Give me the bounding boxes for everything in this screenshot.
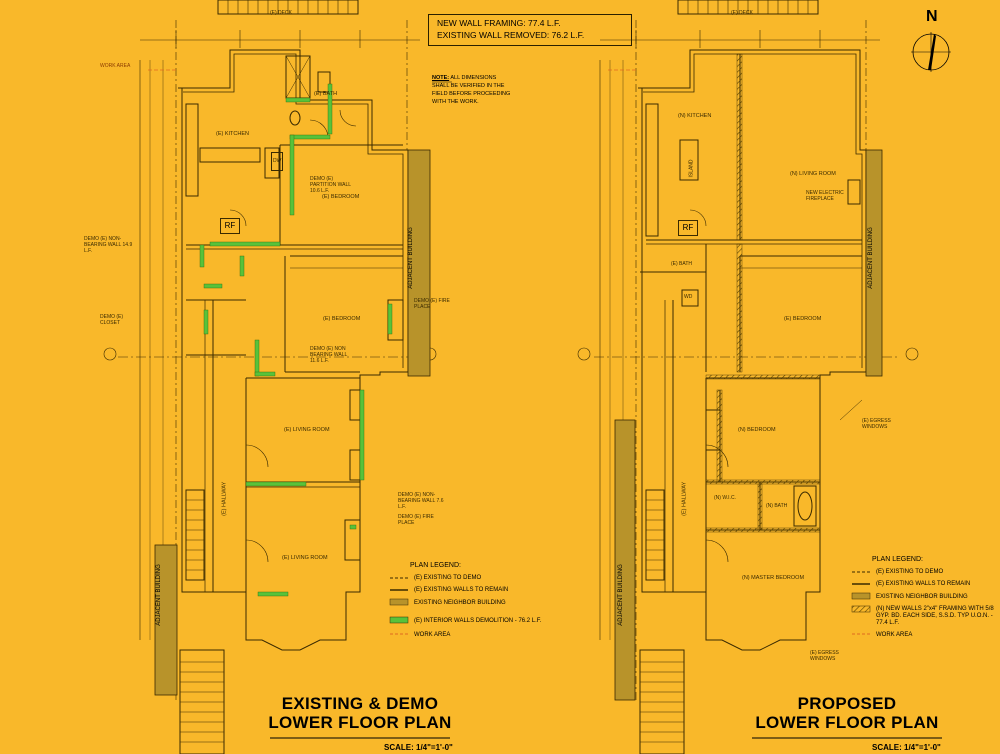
neighbor-building-left-2: [614, 419, 636, 701]
egress-windows-note-1: (E) EGRESS WINDOWS: [862, 418, 891, 430]
legend-existing-text-1: (E) EXISTING TO DEMO: [414, 575, 482, 581]
room-bedroom2-existing: (E) BEDROOM: [323, 316, 361, 322]
compass-icon: [911, 32, 951, 72]
note-line2: SHALL BE VERIFIED IN THE: [432, 83, 505, 89]
note-line1: ALL DIMENSIONS: [450, 75, 497, 81]
room-hallway-existing: (E) HALLWAY: [221, 481, 228, 516]
note-demo-nonbearing-wall: DEMO (E) NON-BEARING WALL 14.9 L.F.: [84, 236, 133, 254]
proposed-title-line2: LOWER FLOOR PLAN: [755, 713, 939, 732]
room-living1-existing: (E) LIVING ROOM: [284, 427, 330, 433]
note-demo-fireplace: DEMO (E) FIRE PLACE: [414, 298, 450, 310]
adjacent-building-right-proposed: ADJACENT BUILDING: [867, 227, 874, 289]
neighbor-building-right-2: [865, 149, 883, 377]
room-nbath-proposed: (N) BATH: [766, 503, 788, 509]
fridge-proposed: RF: [678, 220, 698, 236]
north-label: N: [926, 8, 938, 25]
room-bedroom1-existing: (E) BEDROOM: [322, 194, 360, 200]
north-arrow: N: [906, 8, 956, 76]
proposed-plan-scale: SCALE: 1/4"=1'-0": [872, 743, 941, 752]
existing-title-line1: EXISTING & DEMO: [281, 694, 439, 713]
new-walls: [705, 53, 821, 533]
adjacent-building-left-existing: ADJACENT BUILDING: [155, 564, 162, 626]
work-area-label-existing: WORK AREA: [100, 63, 131, 69]
adjacent-building-right-existing: ADJACENT BUILDING: [407, 227, 414, 289]
egress-windows-note-2: (E) EGRESS WINDOWS: [810, 650, 839, 662]
field-verify-note: NOTE: ALL DIMENSIONS SHALL BE VERIFIED I…: [432, 74, 510, 106]
legend-existing-text-4: (E) INTERIOR WALLS DEMOLITION - 76.2 L.F…: [414, 618, 542, 624]
room-kitchen-proposed: (N) KITCHEN: [678, 113, 712, 119]
legend-proposed-text-4: (N) NEW WALLS 2"x4" FRAMING WITH 5/8 GYP…: [876, 606, 994, 626]
new-wall-framing-text: NEW WALL FRAMING: 77.4 L.F.: [437, 18, 561, 28]
room-living-proposed: (N) LIVING ROOM: [790, 171, 836, 177]
room-wic-proposed: (N) W.I.C.: [714, 495, 736, 501]
room-kitchen-existing: (E) KITCHEN: [216, 131, 249, 137]
proposed-plan-title: PROPOSED LOWER FLOOR PLAN: [740, 694, 954, 732]
legend-proposed: PLAN LEGEND: (E) EXISTING TO DEMO (E) EX…: [852, 556, 998, 642]
washer-dryer-proposed: WD: [684, 294, 693, 300]
existing-wall-removed-text: EXISTING WALL REMOVED: 76.2 L.F.: [437, 30, 585, 40]
legend-proposed-text-2: (E) EXISTING WALLS TO REMAIN: [876, 581, 971, 587]
note-line4: WITH THE WORK.: [432, 99, 479, 105]
room-master-proposed: (N) MASTER BEDROOM: [742, 575, 805, 581]
legend-existing: PLAN LEGEND: (E) EXISTING TO DEMO (E) EX…: [390, 562, 570, 642]
room-bath-proposed: (E) BATH: [671, 261, 693, 267]
room-living2-existing: (E) LIVING ROOM: [282, 555, 328, 561]
note-demo-nonbearing-2: DEMO (E) NON-BEARING WALL 7.6 L.F.: [398, 492, 444, 510]
note-demo-nonbearing: DEMO (E) NON BEARING WALL 11.6 L.F.: [310, 346, 348, 364]
neighbor-building-right: [407, 149, 431, 377]
framing-summary-box: NEW WALL FRAMING: 77.4 L.F. EXISTING WAL…: [428, 14, 632, 46]
note-demo-closet: DEMO (E) CLOSET: [100, 314, 124, 326]
legend-proposed-text-3: EXISTING NEIGHBOR BUILDING: [876, 594, 968, 600]
room-bedroom1-proposed: (E) BEDROOM: [784, 316, 822, 322]
fridge-existing: RF: [220, 218, 240, 234]
note-demo-fireplace-2: DEMO (E) FIRE PLACE: [398, 514, 434, 526]
legend-existing-text-2: (E) EXISTING WALLS TO REMAIN: [414, 587, 509, 593]
legend-proposed-text-5: WORK AREA: [876, 632, 913, 638]
legend-swatches-proposed: [851, 571, 871, 635]
note-line3: FIELD BEFORE PROCEEDING: [432, 91, 511, 97]
island-proposed: ISLAND: [688, 159, 695, 178]
legend-swatches-existing: [389, 577, 409, 635]
existing-plan-linework: [103, 0, 437, 754]
deck-label-existing: (E) DECK: [270, 10, 292, 16]
existing-title-line2: LOWER FLOOR PLAN: [268, 713, 452, 732]
proposed-title-line1: PROPOSED: [797, 694, 897, 713]
demo-walls: [199, 83, 393, 597]
room-bedroom2-proposed: (N) BEDROOM: [738, 427, 776, 433]
neighbor-building-left: [154, 544, 178, 696]
adjacent-building-left-proposed: ADJACENT BUILDING: [617, 564, 624, 626]
room-bath-existing: (E) BATH: [314, 91, 338, 97]
note-title: NOTE:: [432, 75, 450, 81]
room-hallway-proposed: (E) HALLWAY: [681, 481, 688, 516]
electric-fireplace-proposed: NEW ELECTRIC FIREPLACE: [806, 190, 844, 202]
existing-plan-title: EXISTING & DEMO LOWER FLOOR PLAN: [250, 694, 470, 732]
existing-plan-scale: SCALE: 1/4"=1'-0": [384, 743, 453, 752]
legend-proposed-title: PLAN LEGEND:: [872, 556, 923, 563]
deck-label-proposed: (E) DECK: [731, 10, 753, 16]
dishwasher-existing: DW: [271, 152, 284, 171]
legend-existing-title: PLAN LEGEND:: [410, 562, 461, 569]
note-demo-partition: DEMO (E) PARTITION WALL 10.6 L.F.: [310, 176, 351, 194]
legend-existing-text-5: WORK AREA: [414, 632, 451, 638]
legend-existing-text-3: EXISTING NEIGHBOR BUILDING: [414, 600, 506, 606]
legend-proposed-text-1: (E) EXISTING TO DEMO: [876, 569, 944, 575]
